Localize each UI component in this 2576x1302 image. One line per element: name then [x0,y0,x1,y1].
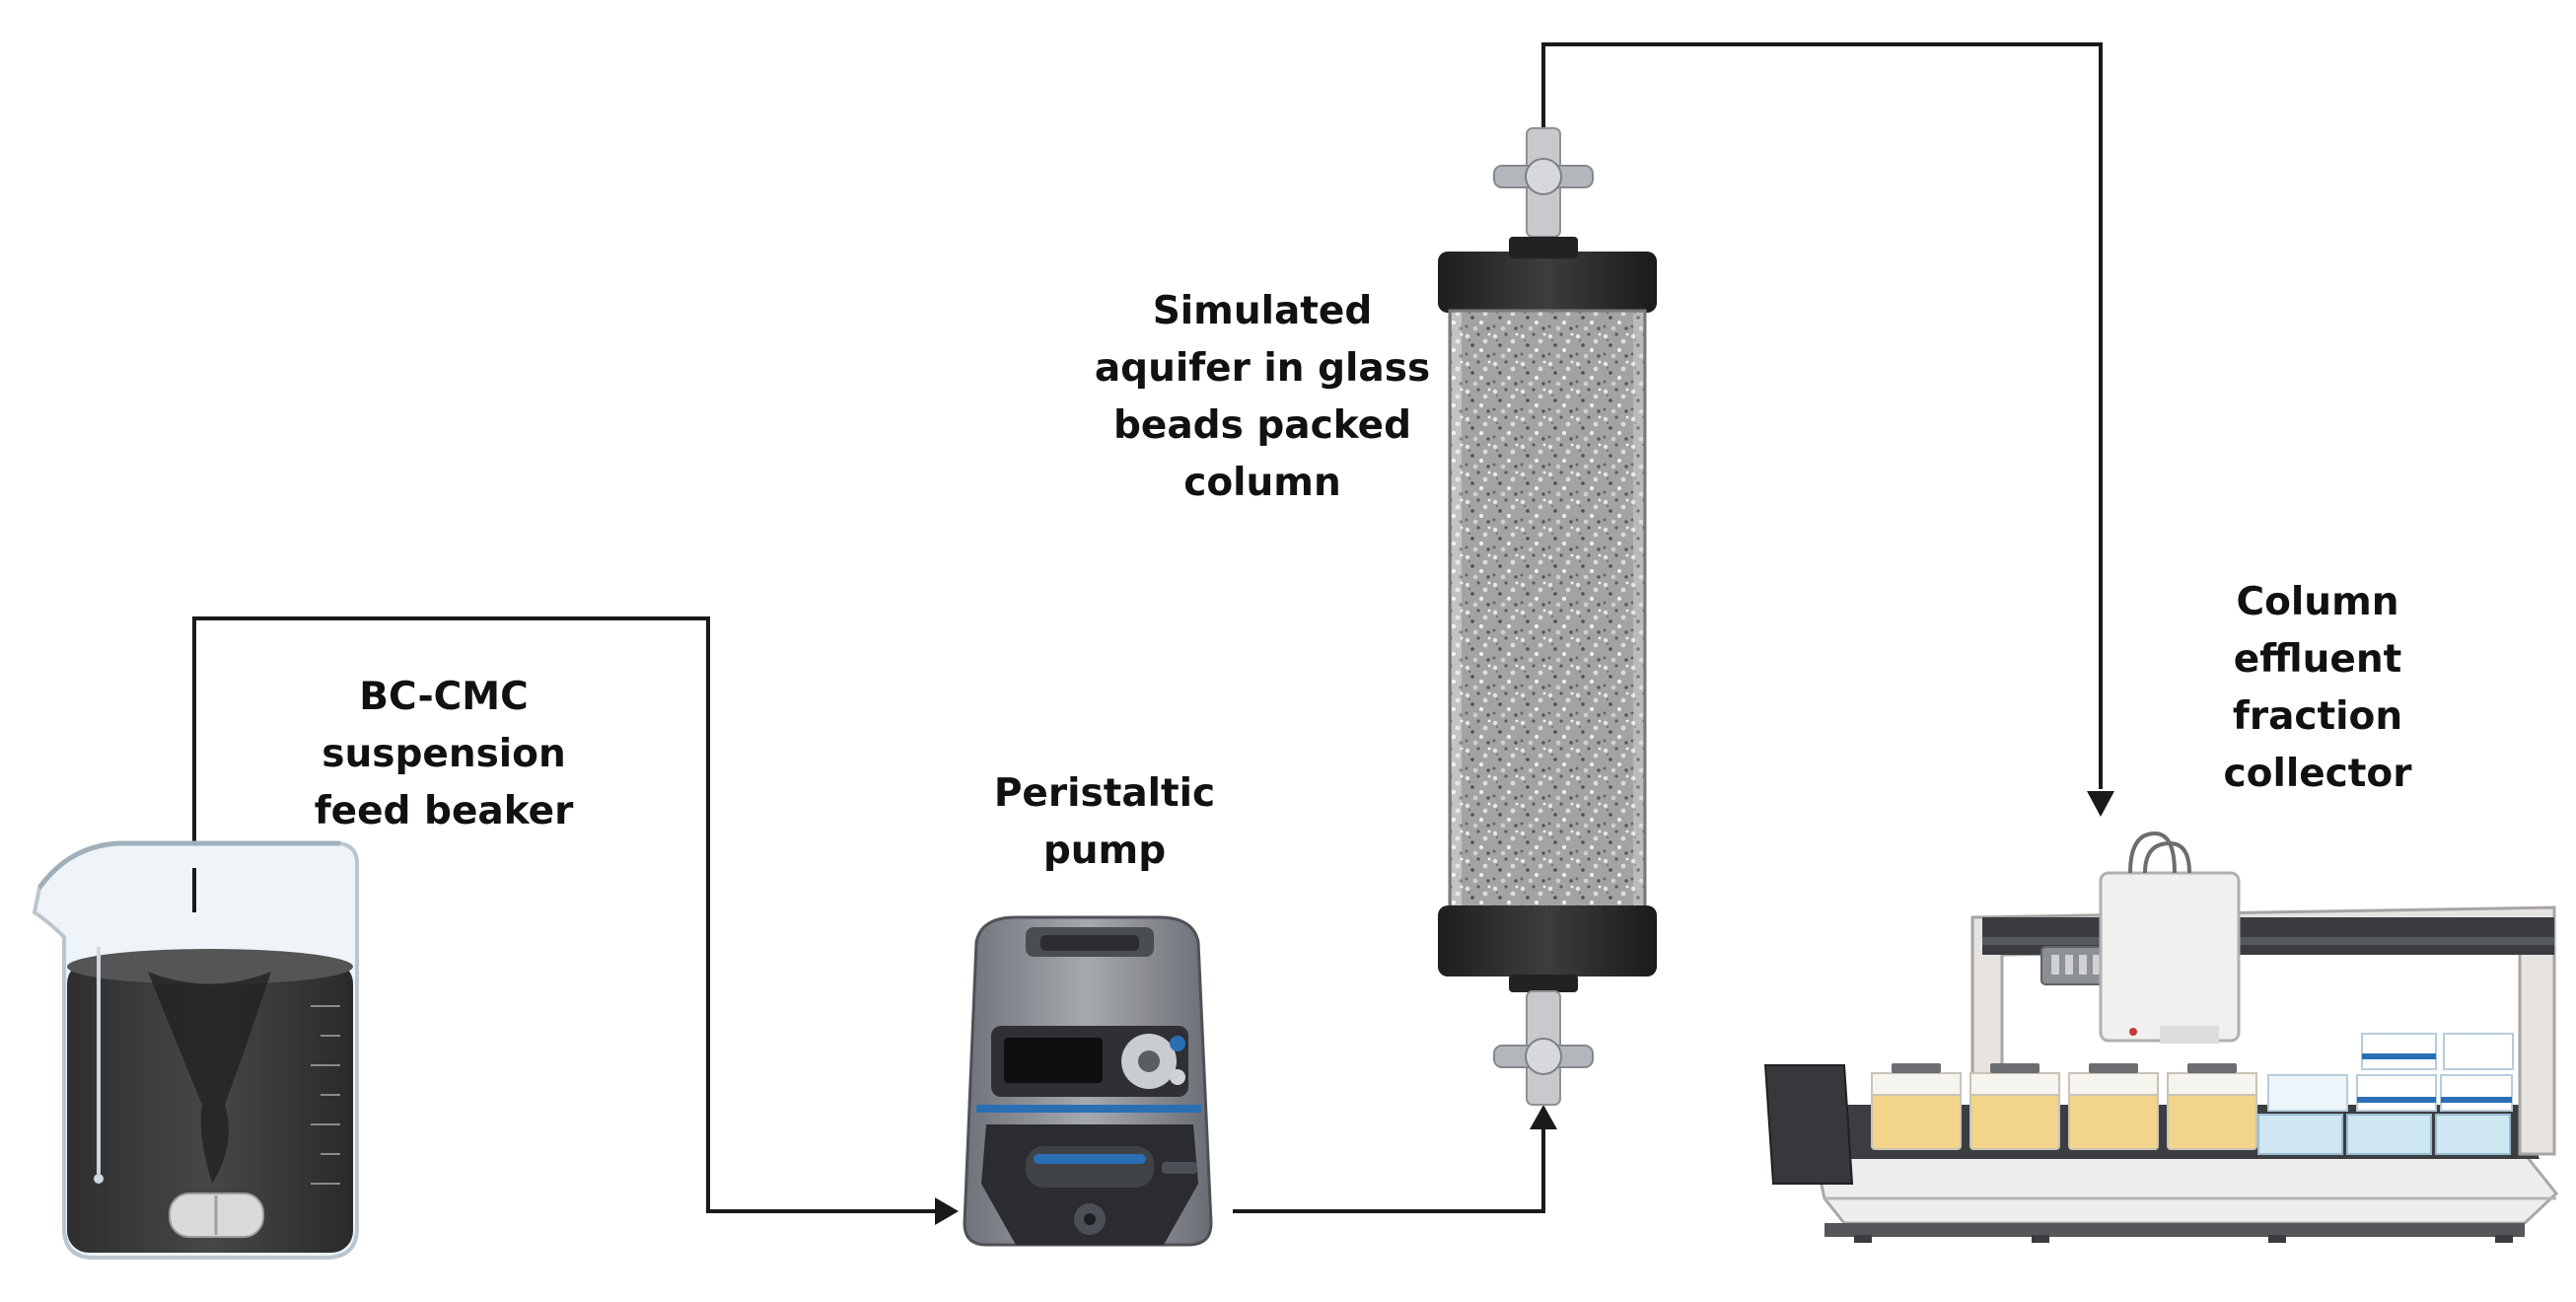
flow-arrows [935,791,2114,1225]
pump-label-line: pump [1042,829,1167,873]
tubing-lines [192,42,2103,1213]
packed-column-icon [1438,127,1657,1106]
arrow-into-column [1530,1105,1557,1129]
column-label-line: aquifer in glass [1094,346,1431,391]
arrow-into-collector [2087,791,2114,817]
peristaltic-pump-icon [963,915,1213,1247]
collector-label-line: effluent [2233,637,2402,682]
fraction-collector-icon [1763,831,2559,1243]
beaker-icon [32,840,359,1260]
beaker-label-line: feed beaker [314,789,574,833]
collector-label-line: Column [2236,580,2399,624]
stir-bar-icon [169,1193,264,1238]
valve-icon [1493,990,1594,1106]
tubing-pump-to-column [1233,1124,1545,1213]
pump-label: Peristaltic pump [947,765,1262,880]
collector-label-line: collector [2223,752,2412,796]
pump-label-line: Peristaltic [993,771,1216,816]
collector-label-line: fraction [2232,694,2403,739]
beaker-label-line: BC-CMC [359,675,529,719]
tube-racks [2257,1033,2514,1155]
sample-tubes [1871,1063,2257,1150]
beaker-label-line: suspension [322,732,566,776]
tubing-beaker-to-pump [192,616,937,1213]
column-label-line: beads packed [1112,403,1411,448]
tubing-column-to-collector [1541,42,2103,789]
column-label-line: Simulated [1152,289,1373,333]
beaker-label: BC-CMC suspension feed beaker [256,669,631,840]
valve-icon [1493,127,1594,238]
column-label-line: column [1183,461,1341,505]
arrow-into-pump [935,1197,959,1225]
collector-label: Column effluent fraction collector [2160,574,2475,803]
column-label: Simulated aquifer in glass beads packed … [1055,283,1469,512]
